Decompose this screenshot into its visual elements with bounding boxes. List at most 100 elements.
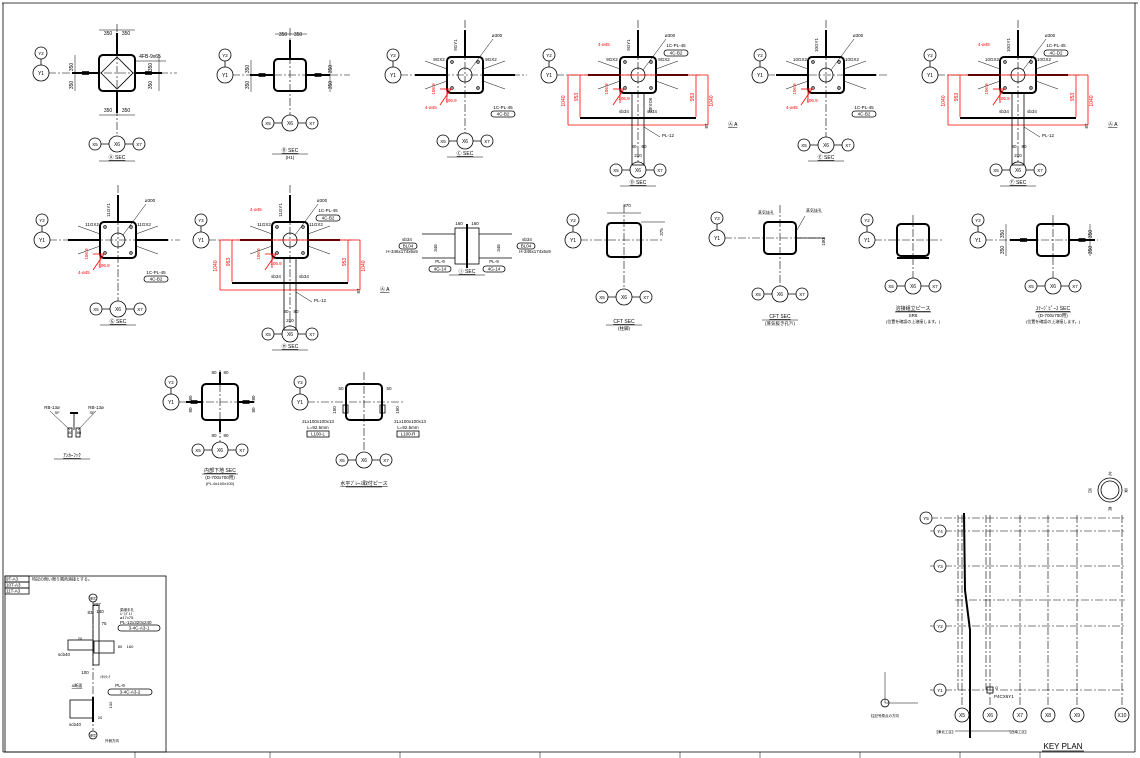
detail-subtitle: (PL-6x100x100)	[206, 481, 235, 486]
part-tag	[117, 624, 161, 632]
grid-bubble-x5	[261, 327, 275, 341]
grid-bubble-x6	[817, 136, 835, 154]
bolt-hole	[837, 60, 841, 64]
label: Ⓐ A	[728, 121, 738, 128]
detail-subtitle: (D-700x700用)	[205, 475, 235, 481]
grid-label: Y1	[546, 73, 552, 79]
grid-label: Y1	[927, 73, 933, 79]
label: 11GY1	[278, 203, 283, 217]
grid-bubble-x7	[305, 327, 319, 341]
label: 80	[1021, 144, 1027, 149]
label: 106.9	[445, 98, 457, 103]
bolt-hole	[275, 225, 279, 229]
grid-bubble-x6	[108, 135, 126, 153]
grid-label: X5	[599, 295, 605, 300]
label: 80	[211, 370, 217, 375]
red-leader	[92, 253, 105, 271]
label: 80	[641, 144, 647, 149]
beam-section	[69, 699, 94, 719]
label: 4-ø45	[425, 105, 437, 110]
label: PL-12	[1042, 133, 1055, 138]
leader	[796, 215, 806, 231]
column-marker	[986, 686, 994, 694]
label: P4CX6Y1	[994, 694, 1014, 699]
detail-title: 溶接組立ピース	[896, 305, 931, 312]
label: 350	[69, 63, 75, 72]
part-tag	[1043, 49, 1069, 57]
grid-label: X6	[114, 142, 120, 148]
label: 150	[395, 406, 400, 414]
label: SF	[54, 410, 60, 415]
leader	[830, 38, 855, 71]
label: 350	[1088, 230, 1094, 239]
label: 1040	[709, 95, 715, 106]
label: 350	[69, 81, 75, 90]
label: 10GX2	[793, 57, 808, 62]
bolt-hole	[476, 60, 480, 64]
beam	[67, 639, 94, 651]
part-tag	[663, 49, 689, 57]
grid-label: X5	[265, 332, 271, 337]
label: 87	[1084, 123, 1089, 129]
splice-plate	[1020, 238, 1027, 242]
label: 80	[118, 644, 123, 649]
label: SF	[89, 410, 95, 415]
grid-bubble-y1	[933, 683, 947, 697]
concrete-fill-hole	[818, 67, 834, 83]
label: L=92.5mm	[307, 425, 329, 430]
grid-bubble-y1	[192, 231, 210, 249]
haunch	[77, 245, 101, 255]
grid-bubble-x6	[211, 441, 229, 459]
grid-label: X6	[635, 168, 641, 174]
label: 953	[574, 93, 580, 102]
label: 梁芯	[90, 596, 96, 601]
label: 10GX2	[845, 57, 860, 62]
haunch	[843, 80, 867, 90]
grid-label: X7	[137, 307, 143, 312]
grid-bubble-y1	[384, 66, 402, 84]
grid-bubble-x6	[904, 277, 922, 295]
grid-bubble-x6	[629, 161, 647, 179]
detail-subtitle: (D-700x700用)	[1038, 313, 1068, 319]
label: 10GY1	[1006, 38, 1011, 53]
label: 350	[1000, 246, 1006, 255]
detail-subtitle: (柱脚)	[618, 325, 630, 332]
label: 11T-A3	[6, 589, 21, 594]
label: 200	[634, 153, 642, 158]
grid-bubble-y2	[35, 213, 49, 227]
label: L100-R	[401, 432, 417, 437]
label: 350	[245, 81, 251, 90]
label: sb34	[1027, 109, 1037, 114]
grid-label: Y2	[975, 218, 981, 223]
detail-title: 水平ﾌﾞﾚｰｽ取付ピース	[340, 480, 387, 487]
legend-row	[4, 587, 30, 595]
grid-label: X7	[1017, 713, 1023, 719]
bolt-hole	[1003, 60, 1007, 64]
grid-bubble-x7	[132, 137, 146, 151]
haunch	[1035, 60, 1059, 70]
label: 1040	[213, 260, 219, 271]
label: 1C-PL-45	[854, 105, 874, 110]
grid-label: Y2	[38, 51, 44, 56]
haunch	[597, 60, 621, 70]
grid-label: X8	[1045, 713, 1051, 719]
grid-label: Y1	[975, 238, 981, 244]
label: 50	[338, 386, 344, 391]
grid-bubble-x6	[771, 285, 789, 303]
grid-bubble-x6	[615, 288, 633, 306]
detail-title: Ⓓ SEC	[630, 179, 647, 186]
label: 953	[954, 93, 960, 102]
label: PL-9	[435, 259, 445, 264]
grid-bubble-x7	[653, 163, 667, 177]
label: 80	[223, 433, 229, 438]
label: 10GX2	[1037, 57, 1052, 62]
grid-label: X6	[987, 713, 993, 719]
label: 140	[96, 609, 104, 614]
label: 外側方向	[105, 738, 119, 743]
label: 100	[81, 670, 89, 675]
label: BL04	[521, 244, 532, 249]
grid-label: X5	[959, 713, 965, 719]
label: 4-ø45	[978, 42, 990, 47]
label: 1040	[1089, 95, 1095, 106]
